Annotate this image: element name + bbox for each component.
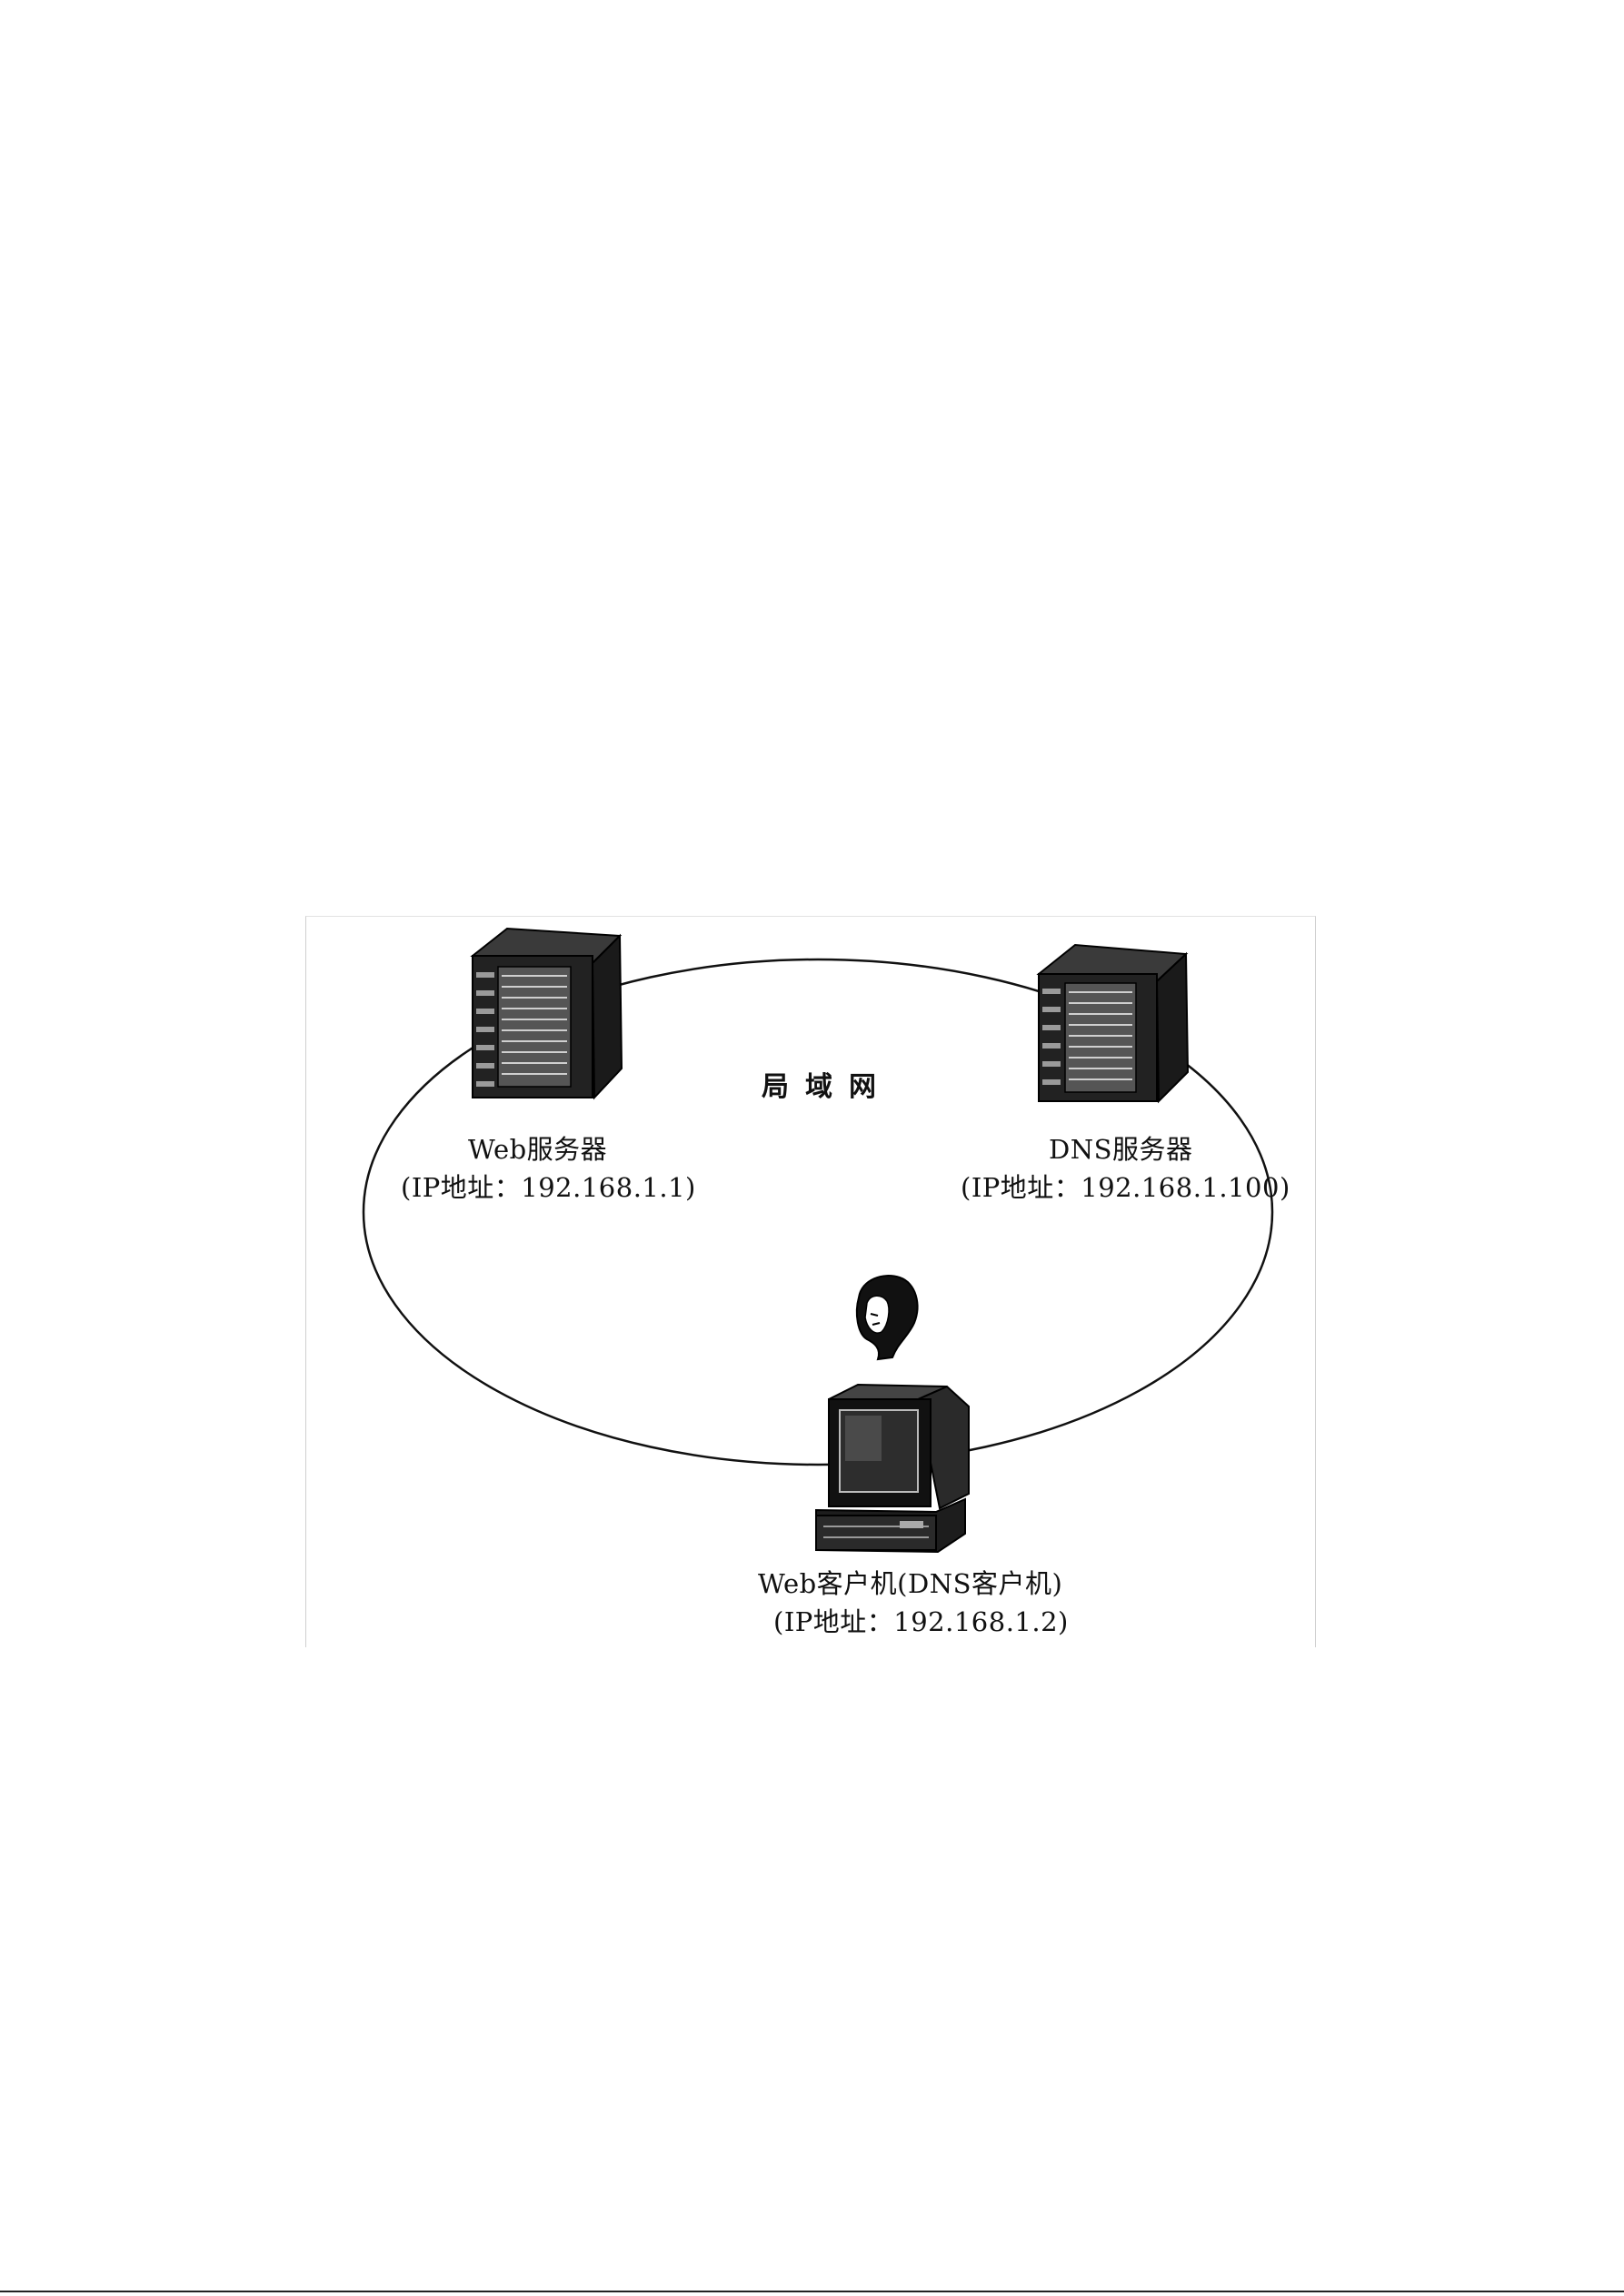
- dns-server-name: DNS服务器: [1049, 1134, 1193, 1165]
- web-server-name: Web服务器: [468, 1134, 607, 1165]
- user-head-icon: [857, 1276, 918, 1359]
- web-server-ip: (IP地址：192.168.1.1): [401, 1172, 696, 1203]
- web-server-icon: [473, 929, 622, 1098]
- page-bottom-rule: [0, 2291, 1624, 2292]
- lan-label: 局域网: [762, 1072, 892, 1103]
- web-client-name: Web客户机(DNS客户机): [758, 1568, 1062, 1599]
- web-client-ip: (IP地址：192.168.1.2): [773, 1606, 1069, 1637]
- dns-server-icon: [1039, 945, 1188, 1101]
- dns-server-ip: (IP地址：192.168.1.100): [961, 1172, 1290, 1203]
- desktop-computer-icon: [816, 1385, 969, 1552]
